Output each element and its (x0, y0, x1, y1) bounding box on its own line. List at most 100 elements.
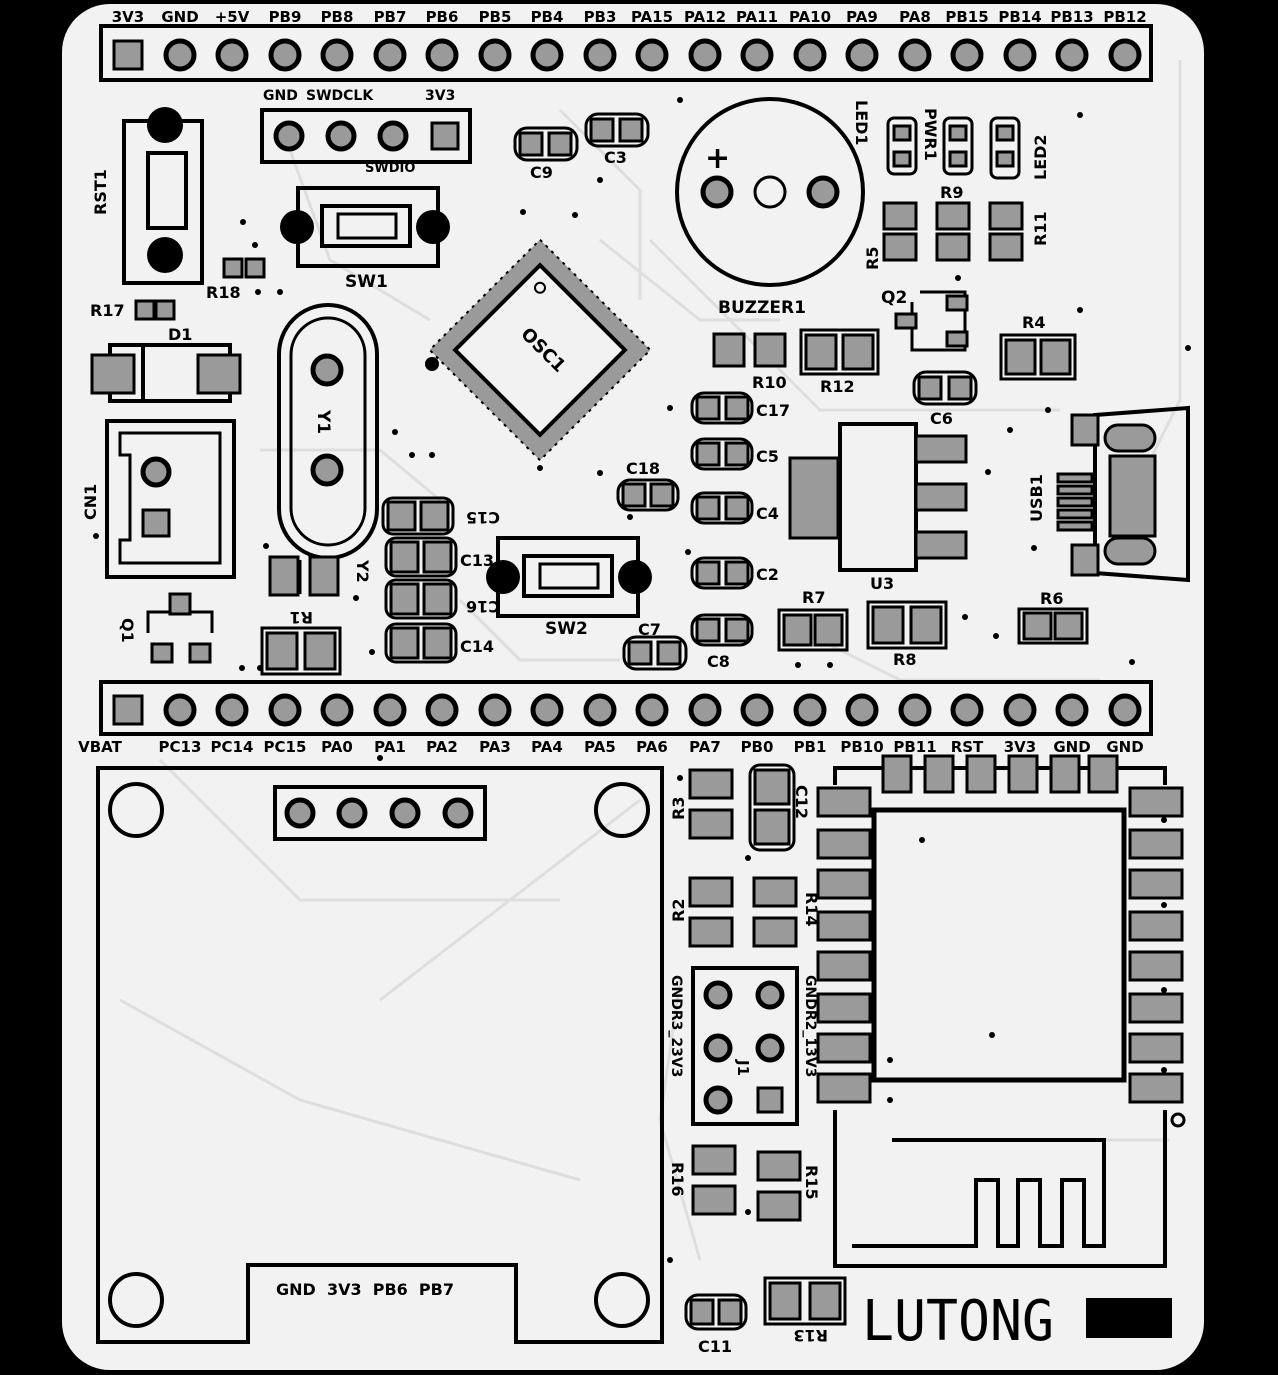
bottom-pin-label: PB0 (741, 738, 774, 756)
bottom-pin-label: PA4 (531, 738, 563, 756)
r18-label: R18 (206, 283, 241, 302)
r1: R1 (260, 608, 342, 676)
buzzer1: + BUZZER1 (675, 97, 865, 318)
q1-label: Q1 (118, 618, 137, 643)
r4: R4 (999, 313, 1077, 381)
c9-label: C9 (530, 163, 553, 182)
bottom-pin-label: PC13 (159, 738, 202, 756)
c8: C8 (690, 613, 754, 671)
c17: C17 (690, 391, 790, 425)
r14: R14 (752, 876, 821, 948)
top-pin-label: PB5 (479, 8, 512, 26)
r13: R13 (763, 1276, 847, 1345)
c4-label: C4 (756, 504, 779, 523)
esp-module (816, 754, 1186, 1268)
oled-module: GND 3V3 PB6 PB7 (96, 766, 664, 1344)
sw2-switch: SW2 (486, 536, 652, 639)
top-pin-label: 3V3 (112, 8, 144, 26)
c15-label: C15 (466, 508, 500, 527)
brand: LUTONG (862, 1289, 1172, 1354)
c14-label: C14 (460, 637, 494, 656)
top-pin-label: PA9 (846, 8, 878, 26)
bottom-pin-label: PB11 (893, 738, 936, 756)
r9-label: R9 (940, 183, 963, 202)
top-pin-label: PA12 (684, 8, 726, 26)
c15: C15 (381, 496, 500, 536)
c3: C3 (584, 112, 650, 167)
bottom-pin-label: PC15 (264, 738, 307, 756)
c9: C9 (513, 126, 579, 182)
d1-label: D1 (168, 325, 192, 344)
top-pin-label: PB3 (584, 8, 617, 26)
r2-label: R2 (669, 899, 688, 922)
c6: C6 (912, 370, 978, 428)
swd-label-3v3: 3V3 (425, 88, 455, 104)
bottom-pin-label: PA1 (374, 738, 406, 756)
top-pin-label: PB9 (269, 8, 302, 26)
r9 (935, 201, 971, 262)
c13-label: C13 (460, 551, 494, 570)
bottom-pin-label: PA3 (479, 738, 511, 756)
r16: R16 (668, 1144, 737, 1216)
buzzer-plus-label: + (705, 141, 730, 176)
top-pin-label: PA10 (789, 8, 831, 26)
bottom-pin-label: VBAT (78, 738, 122, 756)
bottom-pin-label: PA6 (636, 738, 668, 756)
c16: C16 (384, 578, 500, 620)
top-pin-label: PA15 (631, 8, 673, 26)
j1-label: J1 (734, 1059, 752, 1076)
rst1-label: RST1 (91, 169, 110, 215)
pcb-board (62, 4, 1204, 1370)
c3-label: C3 (604, 148, 627, 167)
bottom-pin-label: PA0 (321, 738, 353, 756)
y2-label: Y2 (353, 559, 372, 583)
r13-label: R13 (793, 1326, 828, 1345)
top-pin-label: PB6 (426, 8, 459, 26)
pwr1: PWR1 (921, 108, 974, 176)
r15: R15 (756, 1150, 821, 1222)
top-pin-label: +5V (215, 8, 250, 26)
r18: R18 (206, 257, 266, 302)
swd-header: GND SWDCLK 3V3 SWDIO (260, 88, 472, 176)
bottom-pin-label: PA2 (426, 738, 458, 756)
r7: R7 (777, 588, 849, 652)
led2-label: LED2 (1031, 134, 1050, 180)
r5-label: R5 (863, 247, 882, 270)
r2: R2 (669, 876, 734, 948)
led1-label: LED1 (852, 100, 871, 146)
led1: LED1 (852, 100, 918, 176)
bottom-pin-label: PA7 (689, 738, 721, 756)
bottom-pin-label: PA5 (584, 738, 616, 756)
c13: C13 (384, 536, 494, 578)
c14: C14 (384, 622, 494, 664)
top-pin-label: PA8 (899, 8, 931, 26)
r1-label: R1 (290, 608, 313, 627)
c7: C7 (622, 620, 688, 671)
r12: R12 (799, 328, 880, 396)
top-header-pins (163, 38, 1142, 72)
c12: C12 (748, 763, 811, 852)
top-pin-label: PB13 (1050, 8, 1093, 26)
c16-label: C16 (466, 597, 500, 616)
top-pin-label: PB7 (374, 8, 407, 26)
bottom-pin-label: GND (1053, 738, 1090, 756)
r3-label: R3 (669, 797, 688, 820)
oled-pin-labels: GND 3V3 PB6 PB7 (276, 1280, 454, 1299)
c11-label: C11 (698, 1337, 732, 1356)
r3: R3 (669, 768, 734, 840)
swd-label-gnd: GND (263, 88, 298, 104)
y1-label: Y1 (313, 409, 333, 434)
top-pin-label: PB12 (1103, 8, 1146, 26)
esp-right-pads (1128, 786, 1184, 1104)
esp-top-pads (881, 754, 1119, 794)
r5: R5 (863, 201, 918, 270)
c7-label: C7 (638, 620, 661, 639)
c2-label: C2 (756, 565, 779, 584)
swd-label-swdclk: SWDCLK (306, 88, 374, 104)
c18: C18 (616, 459, 680, 512)
c12-label: C12 (792, 785, 811, 819)
c2: C2 (690, 556, 779, 590)
sw1-switch: SW1 (280, 186, 450, 292)
top-header: 3V3 GND +5V PB9 PB8 PB7 PB6 PB5 PB4 PB3 … (99, 8, 1153, 82)
